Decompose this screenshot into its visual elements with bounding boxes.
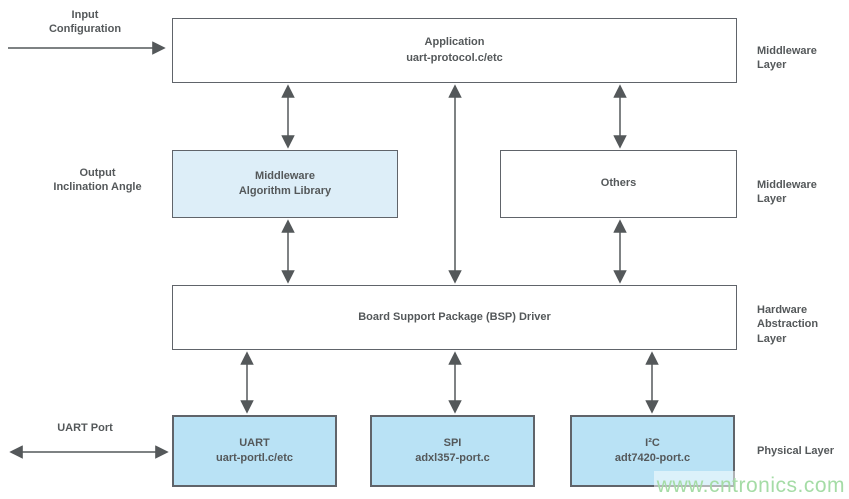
others-box: Others xyxy=(500,150,737,218)
hal-label-line1: Hardware xyxy=(757,304,808,316)
i2c-box-title: I²C xyxy=(645,436,660,449)
watermark-backdrop xyxy=(654,471,849,499)
middleware-algorithm-library-line2: Algorithm Library xyxy=(238,185,332,197)
uart-box: UART uart-portl.c/etc xyxy=(172,415,337,487)
layer-label-middleware-top: Middleware Layer xyxy=(757,45,817,72)
spi-box-title: SPI xyxy=(443,436,462,449)
others-box-label: Others xyxy=(600,177,637,190)
middleware-algorithm-library-line1: Middleware xyxy=(255,169,315,182)
uart-box-file: uart-portl.c/etc xyxy=(215,452,293,464)
hal-label-line2: Abstraction Layer xyxy=(757,318,819,345)
i2c-box-file: adt7420-port.c xyxy=(614,452,691,464)
bsp-driver-box-label: Board Support Package (BSP) Driver xyxy=(358,310,551,323)
watermark-text: www.cntronics.com xyxy=(656,474,845,497)
uart-box-title: UART xyxy=(239,436,270,449)
output-inclination-angle-label: Output Inclination Angle xyxy=(30,166,165,195)
spi-box: SPI adxl357-port.c xyxy=(370,415,535,487)
input-configuration-label: Input Configuration xyxy=(25,8,145,37)
input-configuration-line2: Configuration xyxy=(48,23,122,36)
uart-port-label: UART Port xyxy=(57,422,113,434)
application-box-file: uart-protocol.c/etc xyxy=(406,51,503,64)
layer-label-middleware-middle: Middleware Layer xyxy=(757,179,817,206)
layer-label-physical: Physical Layer xyxy=(757,445,835,457)
output-inclination-line2: Inclination Angle xyxy=(53,181,142,194)
application-box: Application uart-protocol.c/etc xyxy=(172,18,737,83)
middleware-algorithm-library-box: Middleware Algorithm Library xyxy=(172,150,398,218)
bsp-driver-box: Board Support Package (BSP) Driver xyxy=(172,285,737,350)
spi-box-file: adxl357-port.c xyxy=(415,452,490,464)
input-configuration-line1: Input xyxy=(71,9,99,21)
layer-label-hardware-abstraction: Hardware Abstraction Layer xyxy=(757,303,849,346)
application-box-title: Application xyxy=(424,36,485,49)
output-inclination-line1: Output xyxy=(79,167,116,179)
